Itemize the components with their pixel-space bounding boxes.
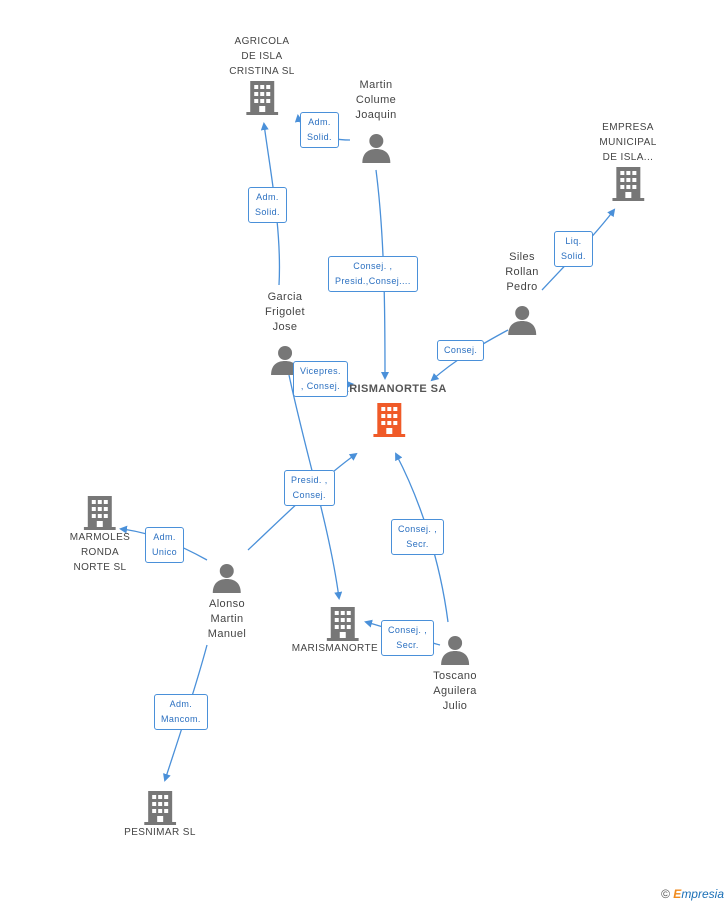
badge-line: Consej. <box>444 345 478 355</box>
node-label: Siles <box>509 251 535 263</box>
building-icon <box>612 167 644 201</box>
node-label: Frigolet <box>265 306 305 318</box>
building-icon <box>144 791 176 825</box>
badge-adm-solid[interactable]: Adm. Solid. <box>300 112 339 148</box>
node-garcia[interactable]: Garcia Frigolet Jose <box>265 290 305 375</box>
badge-line: Presid. , <box>291 475 328 485</box>
brand-name: Empresia <box>673 887 724 901</box>
node-label: Pedro <box>506 281 538 293</box>
node-label: DE ISLA... <box>602 152 654 163</box>
badge-line: , Consej. <box>300 381 341 391</box>
person-icon <box>441 636 469 665</box>
building-icon <box>327 607 359 641</box>
node-label: NORTE SL <box>73 562 127 573</box>
node-label: Garcia <box>267 291 303 303</box>
node-pesnimar[interactable]: PESNIMAR SL <box>124 789 196 840</box>
badge-line: Adm. <box>256 192 279 202</box>
badge-line: Consej. , <box>353 261 393 271</box>
node-alonso[interactable]: Alonso Martin Manuel <box>208 563 246 642</box>
node-label: MARISMANORTE SA <box>331 383 447 395</box>
person-icon <box>362 134 390 163</box>
badge-adm-unico[interactable]: Adm. Unico <box>145 527 185 563</box>
badge-line: Consej. , <box>398 524 438 534</box>
badge-adm-mancom[interactable]: Adm. Mancom. <box>154 694 208 730</box>
node-label: Jose <box>272 321 298 333</box>
person-icon <box>270 346 299 375</box>
person-icon <box>212 564 241 593</box>
badge-liq-solid[interactable]: Liq. Solid. <box>554 231 593 267</box>
node-label: Joaquin <box>355 109 397 121</box>
badge-line: Adm. <box>153 532 176 542</box>
node-label: MARISMANORTE SL <box>291 643 395 654</box>
node-toscano[interactable]: Toscano Aguilera Julio <box>433 635 477 714</box>
badge-line: Unico <box>152 547 178 557</box>
badge-line: Adm. <box>308 117 331 127</box>
badge-line: Vicepres. <box>300 366 341 376</box>
node-main-company[interactable]: MARISMANORTE SA <box>331 382 446 437</box>
node-label: Alonso <box>208 598 246 610</box>
person-icon <box>508 306 536 335</box>
badge-line: Liq. <box>565 236 582 246</box>
node-label: Martin <box>359 79 393 91</box>
node-agricola[interactable]: AGRICOLA DE ISLA CRISTINA SL <box>229 34 295 115</box>
badge-line: Adm. <box>169 699 193 709</box>
badge-line: Secr. <box>396 640 419 650</box>
node-label: MARMOLES <box>69 532 131 543</box>
badge-line: Solid. <box>561 251 586 261</box>
node-label: Colume <box>355 94 397 106</box>
badge-line: Presid.,Consej.... <box>335 276 411 286</box>
badge-line: Solid. <box>255 207 280 217</box>
empresia-watermark: © Empresia <box>661 887 724 901</box>
badge-consej-secr[interactable]: Consej. , Secr. <box>381 620 435 656</box>
node-label: RONDA <box>80 547 120 558</box>
node-label: Aguilera <box>433 685 477 697</box>
node-empresa[interactable]: EMPRESA MUNICIPAL DE ISLA... <box>599 120 656 201</box>
badge-line: Consej. <box>292 490 326 500</box>
badge-line: Mancom. <box>161 714 201 724</box>
node-label: EMPRESA <box>602 122 654 133</box>
badge-line: Solid. <box>307 132 332 142</box>
node-label: Julio <box>442 700 468 712</box>
node-label: Rollan <box>505 266 539 278</box>
node-label: MUNICIPAL <box>599 137 657 148</box>
node-label: Manuel <box>207 628 247 640</box>
node-label: DE ISLA <box>241 51 283 62</box>
node-label: Martin <box>210 613 244 625</box>
copyright-symbol: © <box>661 887 670 901</box>
badge-consej-secr[interactable]: Consej. , Secr. <box>391 519 445 555</box>
badge-presid-consej[interactable]: Presid. , Consej. <box>284 470 335 506</box>
node-label: CRISTINA SL <box>229 66 295 77</box>
node-marismanorte-sl[interactable]: MARISMANORTE SL <box>292 605 395 656</box>
badge-line: Secr. <box>406 539 429 549</box>
badge-vicepres[interactable]: Vicepres. , Consej. <box>293 361 348 397</box>
building-icon <box>246 81 278 115</box>
badge-consej-presid[interactable]: Consej. , Presid.,Consej.... <box>328 256 418 292</box>
node-label: PESNIMAR SL <box>124 827 196 838</box>
building-icon <box>84 496 116 530</box>
badge-adm-solid[interactable]: Adm. Solid. <box>248 187 287 223</box>
node-martin[interactable]: Martin Colume Joaquin <box>355 78 396 163</box>
node-marmoles[interactable]: MARMOLES RONDA NORTE SL <box>70 494 130 575</box>
node-label: Toscano <box>433 670 477 682</box>
node-siles[interactable]: Siles Rollan Pedro <box>505 250 539 335</box>
node-label: AGRICOLA <box>234 36 290 47</box>
building-icon <box>372 403 405 437</box>
badge-consej[interactable]: Consej. <box>437 340 485 361</box>
badge-line: Consej. , <box>388 625 428 635</box>
